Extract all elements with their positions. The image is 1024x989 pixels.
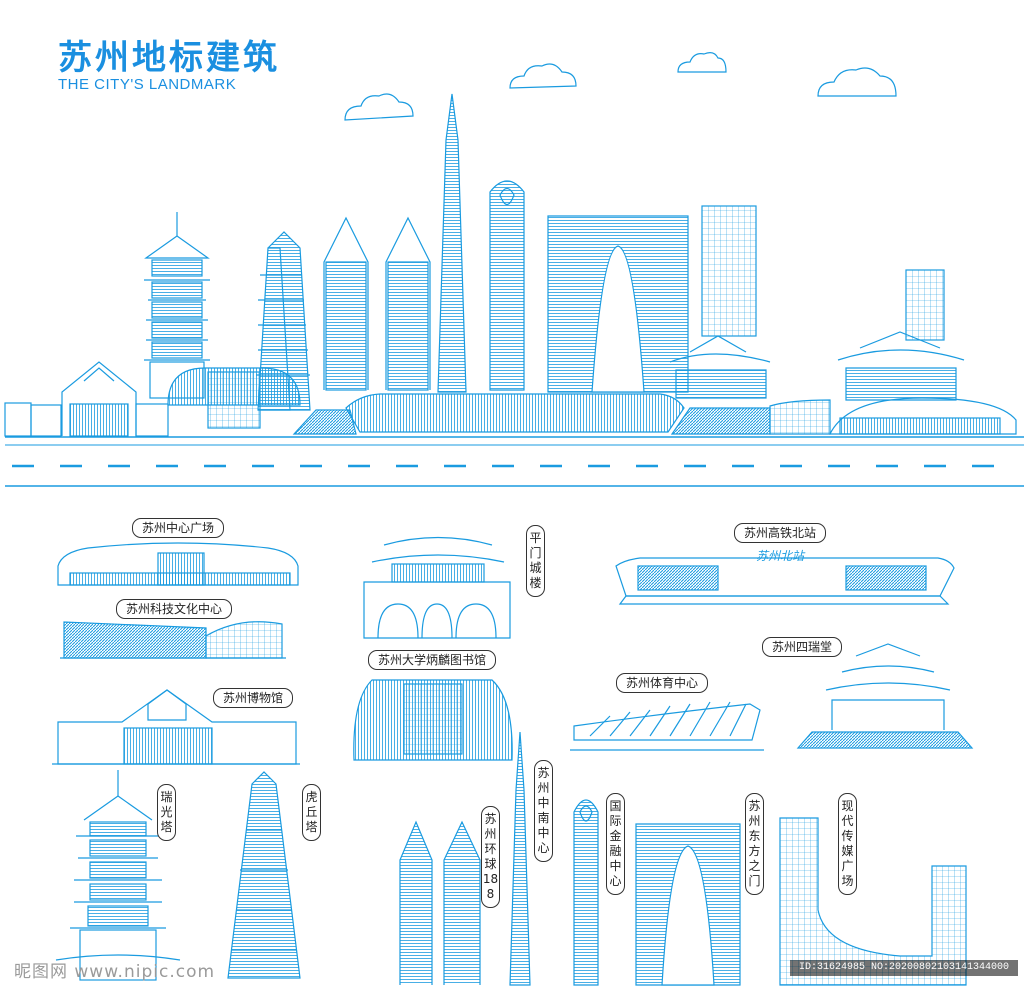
watermark-id: ID:31624985 NO:20200802103141344000 [790, 960, 1018, 976]
hsr-station-drawing [615, 557, 955, 597]
globe-188-drawing [399, 820, 433, 985]
ifc-drawing [573, 799, 599, 986]
label-pingmen: 平门城楼 [526, 525, 545, 597]
label-globe-188: 苏州环球188 [481, 806, 500, 908]
page-title: 苏州地标建筑 [58, 38, 280, 78]
label-museum: 苏州博物馆 [213, 688, 294, 708]
label-hsr-station: 苏州高铁北站 [734, 523, 827, 543]
pingmen-drawing [363, 581, 511, 639]
label-library: 苏州大学炳麟图书馆 [368, 650, 497, 670]
cloud-icon [509, 63, 577, 89]
label-ifc: 国际金融中心 [606, 793, 625, 895]
watermark-site: 昵图网 www.nipic.com [14, 962, 216, 982]
cloud-icon [817, 67, 897, 97]
sports-center-drawing [573, 703, 761, 741]
media-plaza-drawing [779, 817, 967, 986]
huqiu-drawing [227, 771, 301, 979]
cloud-icon [677, 52, 727, 73]
label-zhongnan-center: 苏州中南中心 [534, 760, 553, 862]
label-sci-tech: 苏州科技文化中心 [116, 599, 233, 619]
station-sign: 苏州北站 [756, 549, 806, 563]
cloud-icon [344, 93, 414, 121]
sirui-hall-drawing [796, 731, 974, 749]
label-huqiu-pagoda: 虎丘塔 [302, 784, 321, 841]
label-gate-of-orient: 苏州东方之门 [745, 793, 764, 895]
label-center-plaza: 苏州中心广场 [132, 518, 225, 538]
center-plaza-drawing [57, 542, 299, 586]
label-sports-center: 苏州体育中心 [616, 673, 709, 693]
label-sirui-hall: 苏州四瑞堂 [762, 637, 843, 657]
label-media-plaza: 现代传媒广场 [838, 793, 857, 895]
museum-drawing [57, 689, 297, 765]
page-subtitle: THE CITY'S LANDMARK [58, 76, 237, 93]
zhongnan-drawing [509, 731, 531, 986]
label-ruiguang-pagoda: 瑞光塔 [157, 784, 176, 841]
sci-tech-drawing [63, 621, 207, 659]
